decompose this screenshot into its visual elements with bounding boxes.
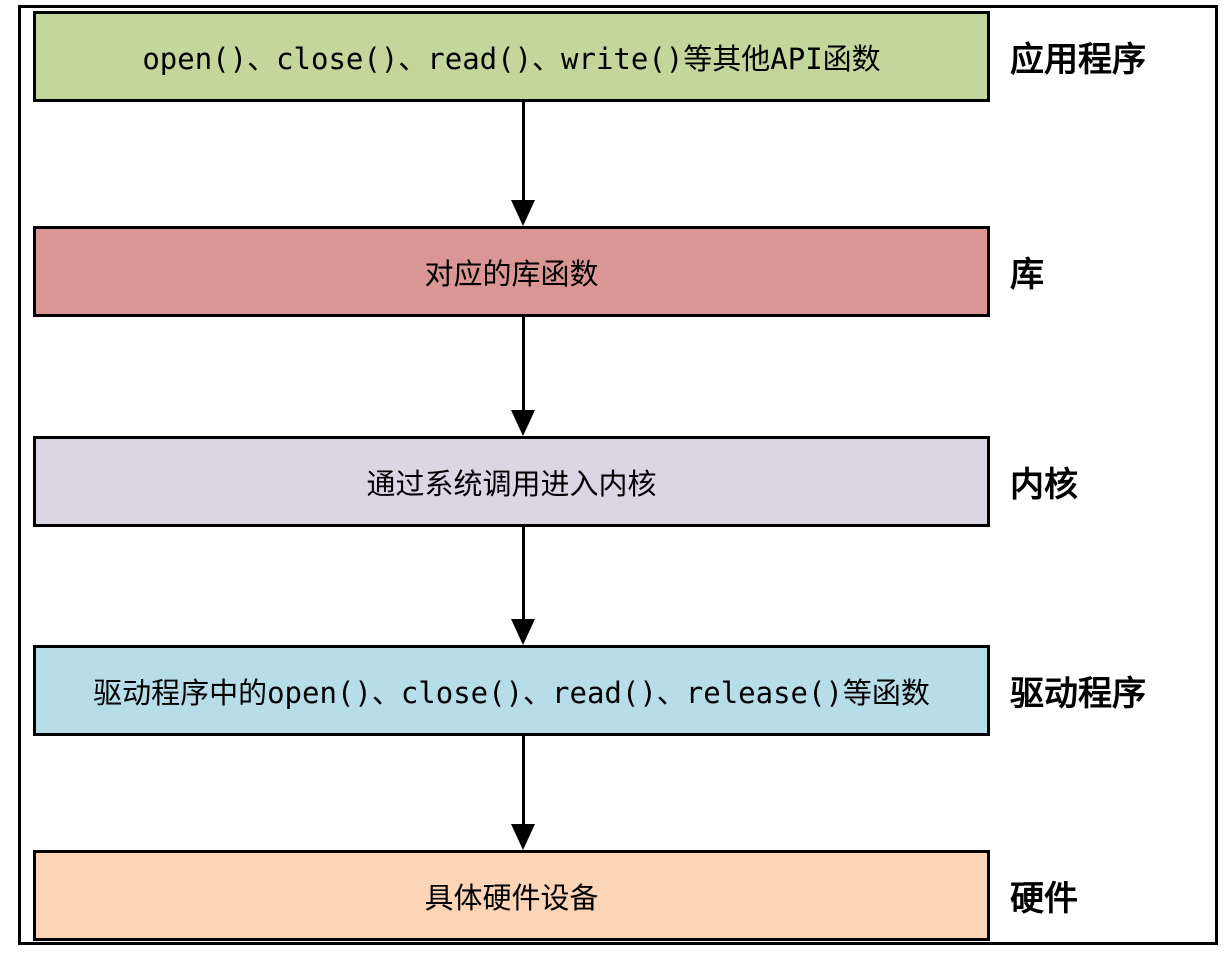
layer-label-application: 应用程序 — [1010, 11, 1215, 102]
layer-label-kernel-text: 内核 — [1010, 465, 1078, 505]
arrow-line — [522, 101, 525, 204]
layer-label-driver: 驱动程序 — [1010, 645, 1215, 736]
layer-box-library: 对应的库函数 — [33, 226, 990, 317]
arrow-down-icon — [511, 316, 535, 436]
layer-box-hardware: 具体硬件设备 — [33, 850, 990, 941]
arrow-line — [522, 316, 525, 414]
arrow-line — [522, 526, 525, 623]
outer-border — [18, 5, 1218, 945]
arrow-down-icon — [511, 101, 535, 226]
layer-box-kernel: 通过系统调用进入内核 — [33, 436, 990, 527]
layer-box-kernel-text: 通过系统调用进入内核 — [366, 466, 657, 501]
arrow-head — [511, 619, 535, 645]
arrow-line — [522, 735, 525, 828]
layer-label-kernel: 内核 — [1010, 436, 1215, 527]
layer-box-application-text: open()、close()、read()、write()等其他API函数 — [142, 41, 881, 76]
arrow-head — [511, 824, 535, 850]
layer-label-driver-text: 驱动程序 — [1010, 674, 1146, 714]
layer-label-library-text: 库 — [1010, 255, 1044, 295]
layer-box-library-text: 对应的库函数 — [424, 256, 599, 291]
layer-label-library: 库 — [1010, 226, 1215, 317]
arrow-head — [511, 200, 535, 226]
layer-label-hardware: 硬件 — [1010, 850, 1215, 941]
layer-label-hardware-text: 硬件 — [1010, 879, 1078, 919]
arrow-down-icon — [511, 735, 535, 850]
layer-box-application: open()、close()、read()、write()等其他API函数 — [33, 11, 990, 102]
layer-box-hardware-text: 具体硬件设备 — [424, 880, 599, 915]
layer-label-application-text: 应用程序 — [1010, 40, 1146, 80]
layer-box-driver: 驱动程序中的open()、close()、read()、release()等函数 — [33, 645, 990, 736]
layer-box-driver-text: 驱动程序中的open()、close()、read()、release()等函数 — [93, 675, 930, 710]
arrow-down-icon — [511, 526, 535, 645]
arrow-head — [511, 410, 535, 436]
